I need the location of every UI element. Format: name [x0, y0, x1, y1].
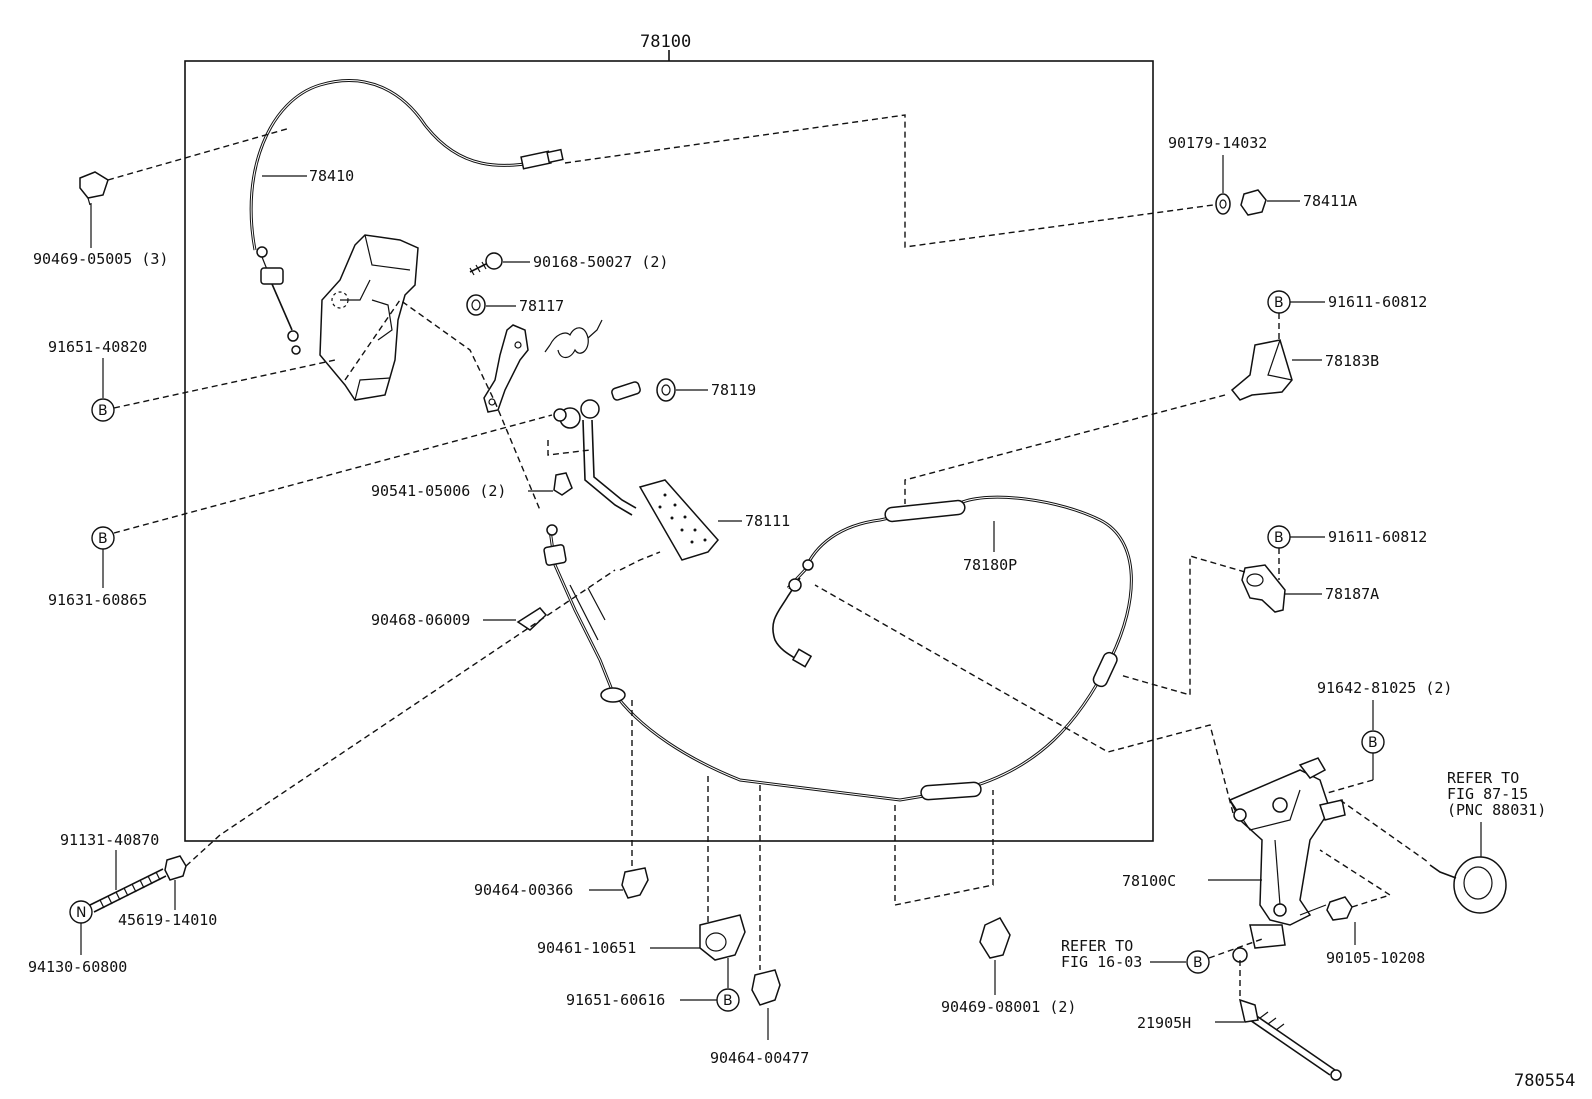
bolt-90168-50027: [469, 252, 503, 276]
label-91611-60812-a: 91611-60812: [1328, 293, 1427, 311]
link-assembly-78100C: [1228, 757, 1346, 963]
label-90464-00477: 90464-00477: [710, 1049, 809, 1067]
bushing-78117: [466, 294, 486, 316]
callout-b-1: B: [98, 403, 108, 419]
pedal-pad-78111: [638, 479, 719, 561]
label-78411A: 78411A: [1303, 192, 1357, 210]
label-21905H: 21905H: [1137, 1014, 1191, 1032]
callout-n: N: [76, 905, 86, 921]
label-91131-40870: 91131-40870: [60, 831, 159, 849]
refer-fig87-line1: REFER TO: [1447, 769, 1519, 787]
lever-arm: [483, 324, 529, 413]
clamp-90461-10651: [699, 914, 746, 961]
label-90541-05006: 90541-05006 (2): [371, 482, 506, 500]
label-90461-10651: 90461-10651: [537, 939, 636, 957]
label-90179-14032: 90179-14032: [1168, 134, 1267, 152]
pin-sleeve: [611, 381, 641, 401]
callout-b-3: B: [1274, 295, 1284, 311]
rod-21905H: [1238, 998, 1342, 1081]
label-90468-06009: 90468-06009: [371, 611, 470, 629]
return-spring: [544, 319, 603, 359]
label-91611-60812-b: 91611-60812: [1328, 528, 1427, 546]
bushing-78119: [656, 378, 676, 402]
label-78117: 78117: [519, 297, 564, 315]
cable-78180P: [543, 495, 1133, 802]
bracket-78183B: [1230, 339, 1293, 401]
label-91642-81025: 91642-81025 (2): [1317, 679, 1452, 697]
nut-45619-14010: [164, 855, 187, 881]
washer-90179-14032: [1215, 193, 1231, 215]
label-90464-00366: 90464-00366: [474, 881, 573, 899]
label-78410: 78410: [309, 167, 354, 185]
label-90469-05005: 90469-05005 (3): [33, 250, 168, 268]
nut-78411A: [1240, 189, 1267, 216]
refer-fig16-line1: REFER TO: [1061, 937, 1133, 955]
clip-90464-00366: [621, 867, 649, 899]
clamp-78187A: [1241, 564, 1286, 613]
stopper-90541-05006: [553, 472, 573, 496]
diagram-id: 780554: [1514, 1071, 1575, 1091]
clip-90464-00477: [751, 969, 781, 1006]
label-45619-14010: 45619-14010: [118, 911, 217, 929]
label-91631-60865: 91631-60865: [48, 591, 147, 609]
label-90469-08001: 90469-08001 (2): [941, 998, 1076, 1016]
label-78119: 78119: [711, 381, 756, 399]
label-90105-10208: 90105-10208: [1326, 949, 1425, 967]
label-94130-60800: 94130-60800: [28, 958, 127, 976]
label-91651-60616: 91651-60616: [566, 991, 665, 1009]
callout-b-2: B: [98, 531, 108, 547]
label-90168-50027: 90168-50027 (2): [533, 253, 668, 271]
callout-b-6: B: [1193, 955, 1203, 971]
assembly-number-label: 78100: [640, 32, 691, 52]
label-91651-40820: 91651-40820: [48, 338, 147, 356]
clip-90468-06009: [516, 607, 548, 631]
refer-fig16-line2: FIG 16-03: [1061, 953, 1142, 971]
label-78111: 78111: [745, 512, 790, 530]
label-78183B: 78183B: [1325, 352, 1379, 370]
refer-fig87-line2: FIG 87-15: [1447, 785, 1528, 803]
callout-b-4: B: [1274, 530, 1284, 546]
callout-b-7: B: [723, 993, 733, 1009]
clip-90469-08001: [979, 917, 1011, 959]
cable-78410: [249, 79, 564, 355]
cruise-actuator: [1429, 856, 1507, 914]
stud-bolt-91131-40870: [89, 868, 167, 913]
clip-90469-05005: [79, 171, 109, 206]
pedal-bracket: [319, 234, 419, 401]
label-78187A: 78187A: [1325, 585, 1379, 603]
label-78180P: 78180P: [963, 556, 1017, 574]
callout-b-5: B: [1368, 735, 1378, 751]
refer-fig87-line3: (PNC 88031): [1447, 801, 1546, 819]
pedal-arm: [553, 399, 637, 516]
label-78100C: 78100C: [1122, 872, 1176, 890]
bolt-90105-10208: [1299, 896, 1353, 921]
